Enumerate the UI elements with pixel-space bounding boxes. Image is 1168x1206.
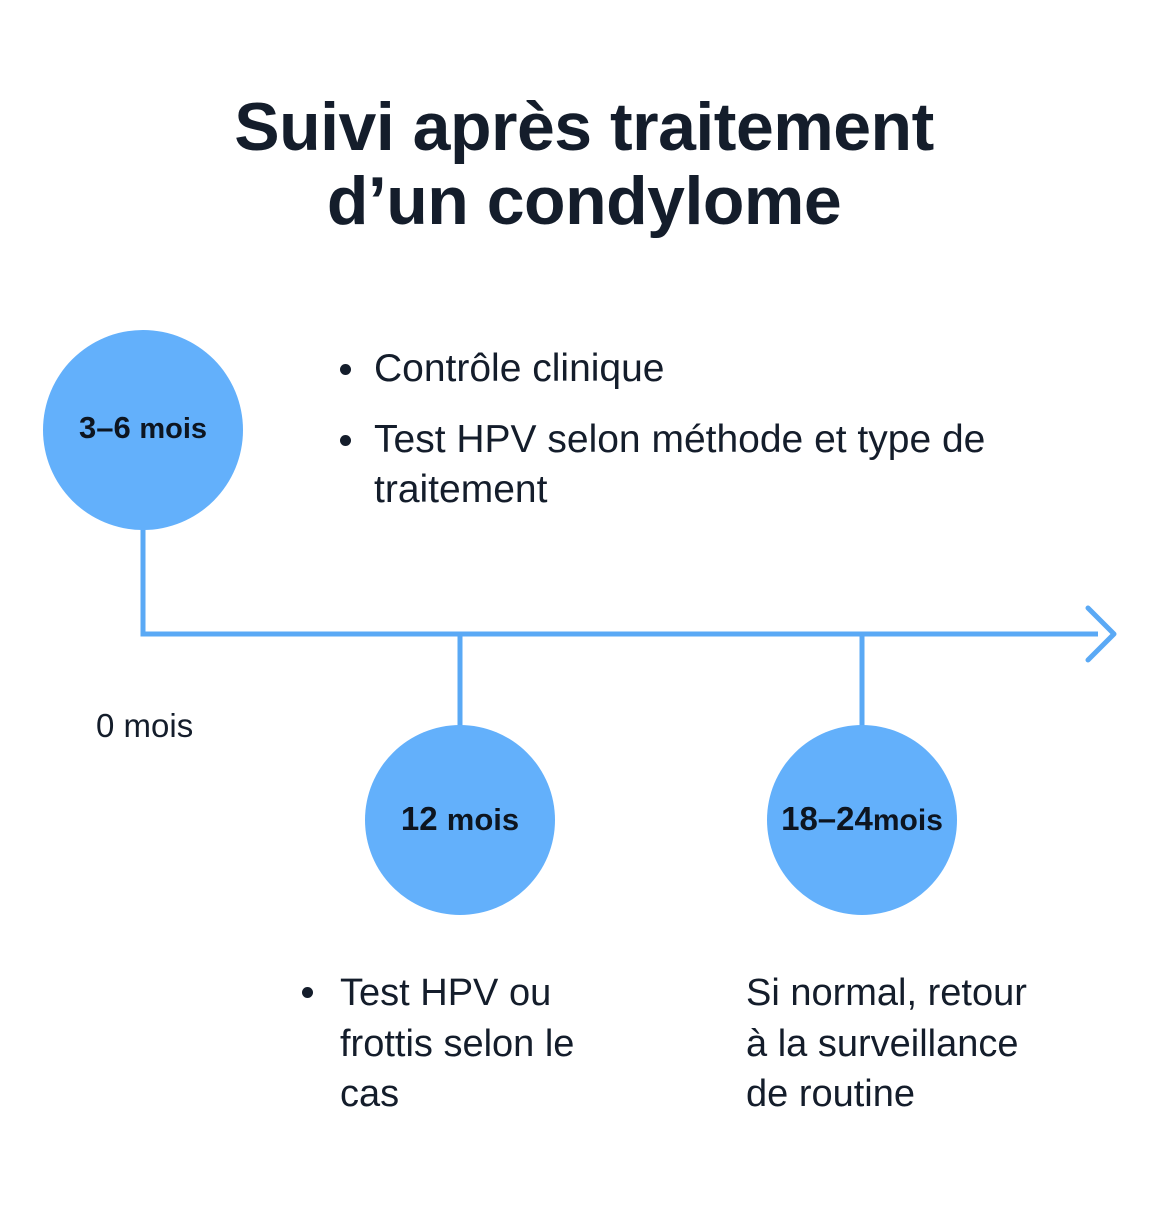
timeline-arrow-head [1085,605,1117,663]
list-item: Contrôle clinique [332,344,1012,395]
axis-origin-label: 0 mois [96,707,194,744]
list-item: Test HPV selon méthode et type de traite… [332,415,1012,516]
page-title: Suivi après traitement d’un condylome [0,88,1168,240]
timeline-node-circle-2[interactable] [365,725,555,915]
list-item: Test HPV ou frottis selon le cas [296,968,596,1120]
list-item-text: Test HPV ou frottis selon le cas [340,972,575,1116]
node-3-detail-text: Si normal, retour à la surveillance de r… [746,972,1027,1116]
timeline-node-circle-1[interactable] [43,330,243,530]
node-1-detail-list: Contrôle clinique Test HPV selon méthode… [332,344,1012,516]
bullet-dot-icon [340,364,351,375]
list-item-text: Contrôle clinique [374,347,665,390]
node-2-detail-list: Test HPV ou frottis selon le cas [296,968,596,1120]
list-item-text: Test HPV selon méthode et type de traite… [374,417,986,512]
bullet-dot-icon [302,987,313,998]
timeline-node-circle-3[interactable] [767,725,957,915]
page-title-line-2: d’un condylome [326,163,842,240]
bullet-dot-icon [340,434,351,446]
page-title-line-1: Suivi après traitement [234,88,934,165]
